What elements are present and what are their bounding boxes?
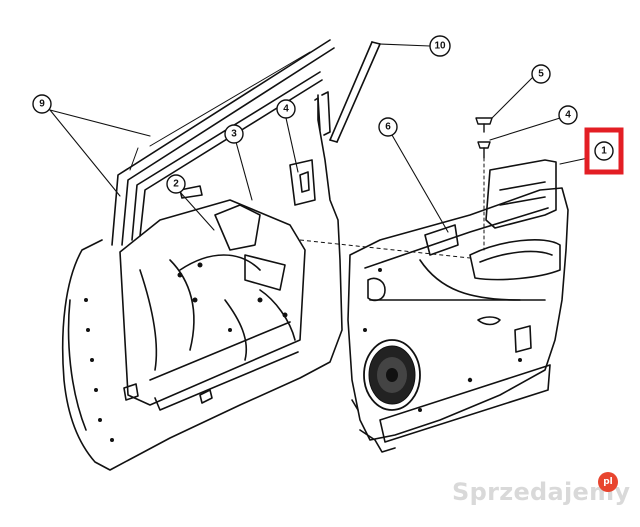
callout-5: 5 xyxy=(531,64,551,84)
callout-2-label: 2 xyxy=(173,179,179,190)
trim-clip xyxy=(477,141,491,251)
highlight-box xyxy=(584,127,624,175)
callout-leaders xyxy=(49,43,589,233)
alignment-line xyxy=(299,239,471,259)
callout-1-highlight: 1 xyxy=(584,127,624,175)
watermark-badge: pl xyxy=(598,472,618,492)
trim-screw xyxy=(475,117,493,133)
door-speaker xyxy=(363,339,421,411)
door-shell-holes xyxy=(84,262,288,442)
callout-5-label: 5 xyxy=(538,69,544,80)
callout-2: 2 xyxy=(166,174,186,194)
belt-molding xyxy=(329,41,381,143)
callout-3: 3 xyxy=(224,124,244,144)
callout-6: 6 xyxy=(378,117,398,137)
callout-4-left-label: 4 xyxy=(283,104,289,115)
callout-6-label: 6 xyxy=(385,122,391,133)
callout-9: 9 xyxy=(32,94,52,114)
callout-3-label: 3 xyxy=(231,129,237,140)
glass-run-channel xyxy=(111,39,335,246)
trim-panel-fasteners xyxy=(363,268,522,412)
callout-10: 10 xyxy=(429,35,451,57)
callout-1-label: 1 xyxy=(601,146,607,157)
callout-4-right: 4 xyxy=(558,105,578,125)
callout-9-label: 9 xyxy=(39,99,45,110)
callout-4-right-label: 4 xyxy=(565,110,571,121)
callout-10-label: 10 xyxy=(434,41,446,52)
door-shell xyxy=(61,91,343,471)
door-trim-panel xyxy=(347,159,569,453)
callout-4-left: 4 xyxy=(276,99,296,119)
